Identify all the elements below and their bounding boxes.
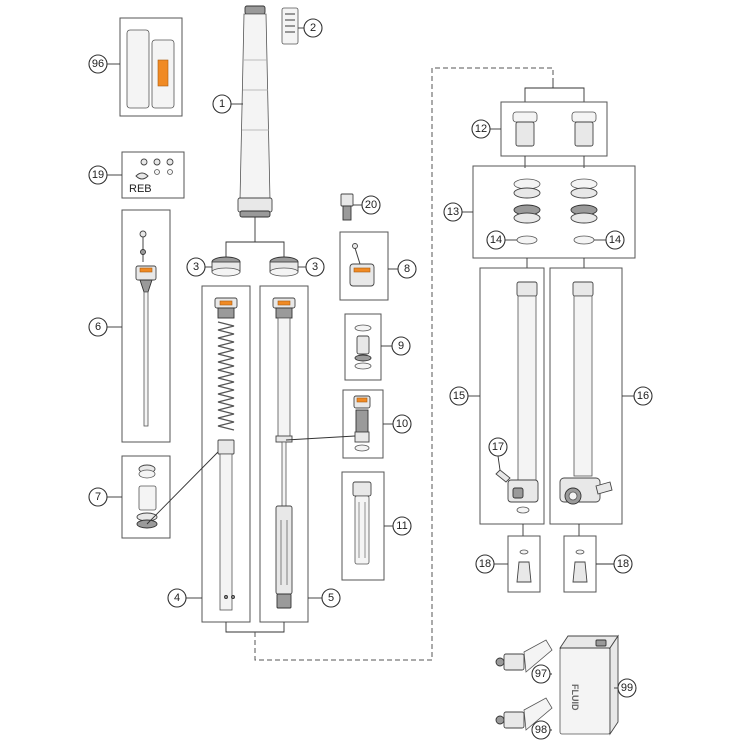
callout-9: 9: [391, 336, 411, 356]
svg-text:6: 6: [95, 321, 101, 333]
svg-text:7: 7: [95, 491, 101, 503]
hydrostop-part: [352, 481, 372, 565]
callout-16: 16: [633, 386, 653, 406]
box-9: [344, 313, 382, 381]
dust-wiper-part: [512, 111, 597, 147]
damper-cartridge-part: [135, 230, 157, 427]
svg-text:4: 4: [174, 592, 180, 604]
callout-4: 4: [167, 588, 187, 608]
callout-3-left: 3: [186, 257, 206, 277]
fork-protector-part: [126, 29, 175, 109]
callout-1: 1: [212, 94, 232, 114]
svg-text:1: 1: [219, 98, 225, 110]
callout-13: 13: [443, 202, 463, 222]
reb-label: REB: [129, 183, 152, 195]
svg-text:13: 13: [447, 206, 459, 218]
svg-text:20: 20: [365, 199, 377, 211]
callout-11: 11: [392, 516, 412, 536]
svg-text:14: 14: [490, 234, 502, 246]
callout-5: 5: [321, 588, 341, 608]
callout-14-left: 14: [486, 230, 506, 250]
svg-text:9: 9: [398, 340, 404, 352]
screw-cap-right-part: [269, 256, 299, 277]
fork-oil-can-part: FLUID: [559, 634, 619, 736]
callout-98: 98: [531, 720, 551, 740]
callout-10: 10: [392, 414, 412, 434]
inner-tube-right-part: [559, 281, 613, 505]
compression-adjuster-part: [349, 243, 375, 287]
adjuster-valve-part: [340, 193, 354, 221]
svg-text:16: 16: [637, 390, 649, 402]
callout-15: 15: [449, 386, 469, 406]
svg-text:19: 19: [92, 169, 104, 181]
svg-text:5: 5: [328, 592, 334, 604]
svg-text:97: 97: [535, 668, 547, 680]
callout-8: 8: [397, 259, 417, 279]
callout-7: 7: [88, 487, 108, 507]
fluid-label: FLUID: [570, 684, 580, 711]
spring-seat-part: [136, 464, 158, 529]
callout-99: 99: [617, 678, 637, 698]
svg-text:17: 17: [492, 441, 504, 453]
inner-tube-left-part: [495, 281, 539, 514]
callout-18-right: 18: [613, 554, 633, 574]
grease-tube-97-part: [495, 639, 553, 673]
decal-sticker-part: [281, 7, 299, 45]
seal-ring-part: [513, 178, 598, 245]
cartridge-left-part: [214, 297, 238, 611]
svg-text:10: 10: [396, 418, 408, 430]
svg-text:8: 8: [404, 263, 410, 275]
valve-assembly-part: [354, 324, 372, 370]
box-96: [119, 17, 183, 117]
small-screws-part: [135, 158, 174, 180]
svg-text:3: 3: [193, 261, 199, 273]
svg-text:3: 3: [312, 261, 318, 273]
svg-text:15: 15: [453, 390, 465, 402]
svg-text:98: 98: [535, 724, 547, 736]
box-8: [339, 231, 389, 301]
connector-dashed-line: [254, 67, 554, 661]
piston-assembly-part: [353, 395, 371, 452]
callout-19: 19: [88, 165, 108, 185]
screw-cap-left-part: [211, 256, 241, 277]
callout-97: 97: [531, 664, 551, 684]
svg-text:11: 11: [396, 520, 407, 532]
svg-text:2: 2: [310, 22, 316, 34]
svg-text:18: 18: [617, 558, 629, 570]
callout-96: 96: [88, 54, 108, 74]
svg-text:99: 99: [621, 682, 633, 694]
callout-14-right: 14: [605, 230, 625, 250]
callout-17: 17: [488, 437, 508, 457]
grease-tube-98-part: [495, 697, 553, 731]
cartridge-right-part: [272, 297, 296, 609]
svg-text:18: 18: [479, 558, 491, 570]
outer-tube-part: [237, 5, 273, 218]
box-6: [121, 209, 171, 443]
callout-3-right: 3: [305, 257, 325, 277]
callout-12: 12: [471, 119, 491, 139]
callout-18-left: 18: [475, 554, 495, 574]
callout-6: 6: [88, 317, 108, 337]
svg-text:96: 96: [92, 58, 104, 70]
axle-clamp-screws-part: [516, 549, 588, 583]
callout-20: 20: [361, 195, 381, 215]
callout-2: 2: [303, 18, 323, 38]
svg-text:14: 14: [609, 234, 621, 246]
svg-text:12: 12: [475, 123, 487, 135]
